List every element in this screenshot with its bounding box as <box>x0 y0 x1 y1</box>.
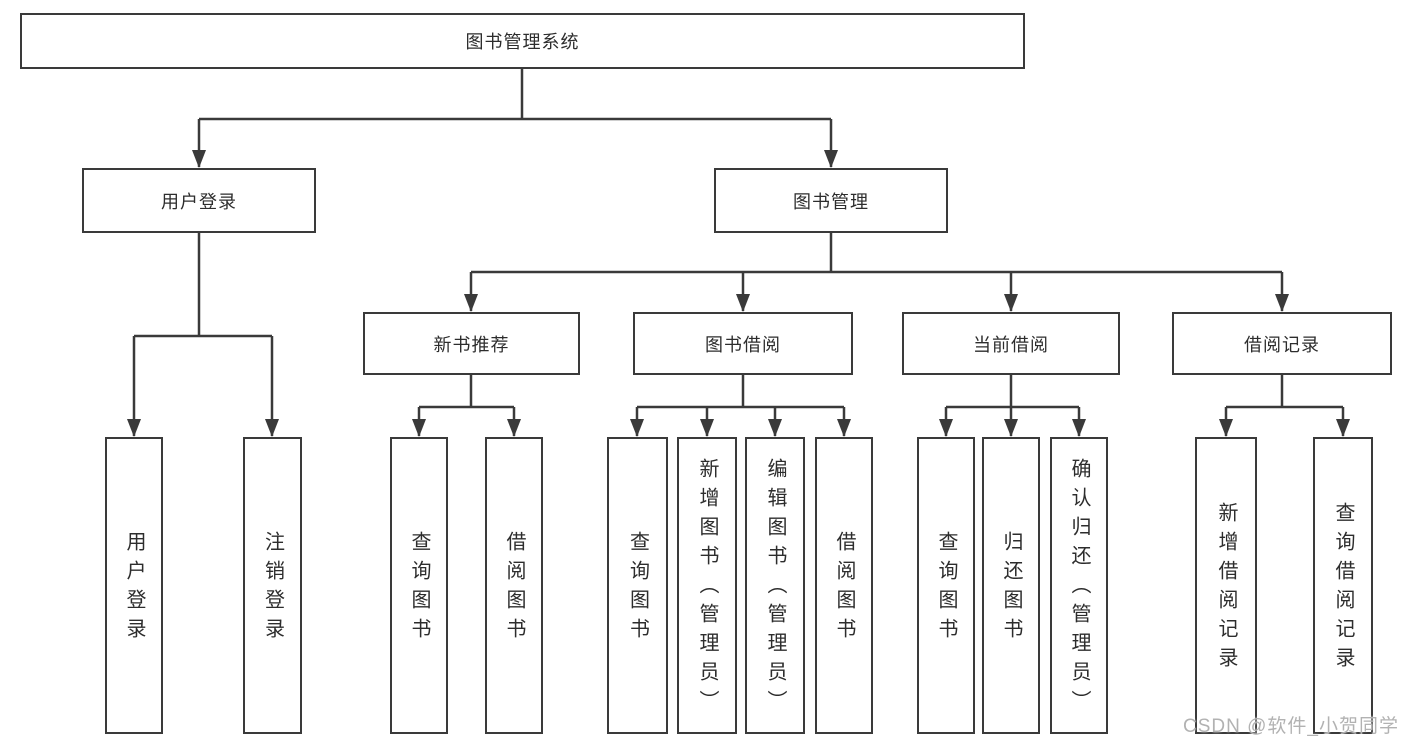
leaf-query-book-borrow: 查询图书 <box>607 437 668 734</box>
node-book-management: 图书管理 <box>714 168 948 233</box>
leaf-query-book-recommend: 查询图书 <box>390 437 448 734</box>
leaf-add-book-admin: 新增图书（管理员） <box>677 437 737 734</box>
leaf-query-book-current: 查询图书 <box>917 437 975 734</box>
node-library-management-system: 图书管理系统 <box>20 13 1025 69</box>
leaf-return-book: 归还图书 <box>982 437 1040 734</box>
node-book-borrow: 图书借阅 <box>633 312 853 375</box>
leaf-borrow-book-recommend: 借阅图书 <box>485 437 543 734</box>
csdn-watermark: CSDN @软件_小贺同学 <box>1183 716 1399 737</box>
leaf-confirm-return-admin: 确认归还（管理员） <box>1050 437 1108 734</box>
node-new-book-recommend: 新书推荐 <box>363 312 580 375</box>
leaf-borrow-book: 借阅图书 <box>815 437 873 734</box>
node-borrow-record: 借阅记录 <box>1172 312 1392 375</box>
node-user-login: 用户登录 <box>82 168 316 233</box>
node-current-borrow: 当前借阅 <box>902 312 1120 375</box>
leaf-query-borrow-record: 查询借阅记录 <box>1313 437 1373 734</box>
leaf-logout: 注销登录 <box>243 437 302 734</box>
leaf-add-borrow-record: 新增借阅记录 <box>1195 437 1257 734</box>
leaf-edit-book-admin: 编辑图书（管理员） <box>745 437 805 734</box>
leaf-user-login: 用户登录 <box>105 437 163 734</box>
